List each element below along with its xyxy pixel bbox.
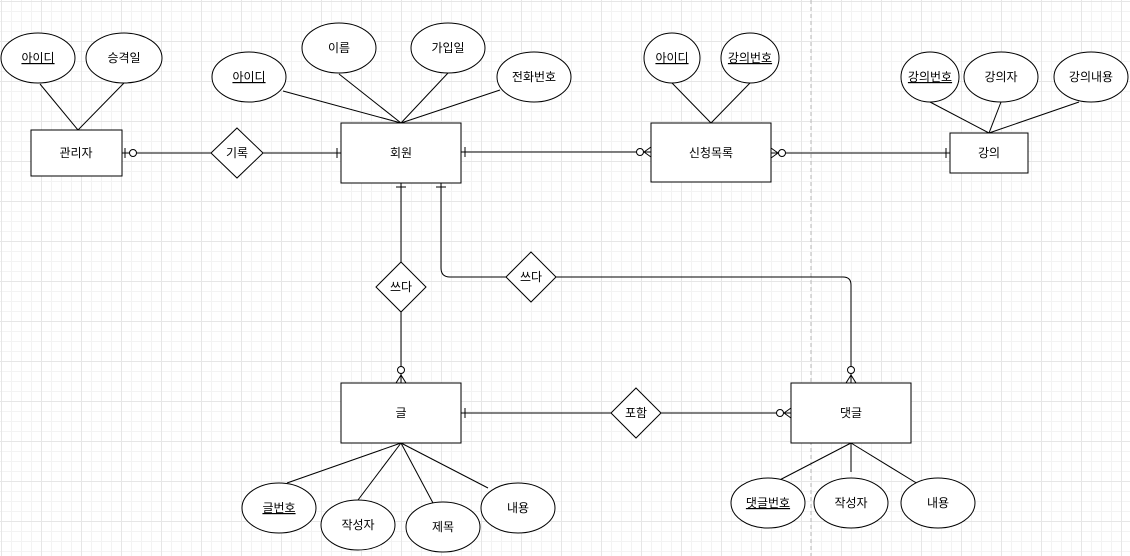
attr-comment-no[interactable]: 댓글번호: [730, 477, 806, 529]
attr-enroll-id-label: 아이디: [655, 51, 688, 65]
attr-member-name-label: 이름: [328, 41, 350, 55]
attr-member-join-date[interactable]: 가입일: [410, 22, 486, 74]
attr-enroll-lecture-no-label: 강의번호: [728, 51, 772, 65]
attr-admin-id-label: 아이디: [21, 51, 54, 65]
attr-lecture-no[interactable]: 강의번호: [900, 51, 960, 103]
entity-admin-label: 관리자: [59, 146, 92, 160]
attr-admin-id[interactable]: 아이디: [0, 32, 76, 84]
entity-comment-label: 댓글: [840, 406, 862, 420]
attr-member-name[interactable]: 이름: [301, 22, 377, 74]
attr-comment-content-label: 내용: [927, 496, 949, 510]
attr-lecture-content[interactable]: 강의내용: [1053, 51, 1129, 103]
attr-post-title-label: 제목: [432, 520, 454, 534]
attr-admin-approved-date[interactable]: 승격일: [85, 32, 163, 84]
attr-enroll-id[interactable]: 아이디: [643, 32, 701, 84]
relationship-record-label: 기록: [226, 146, 248, 160]
entity-member-label: 회원: [390, 146, 412, 160]
attr-post-no[interactable]: 글번호: [241, 482, 317, 534]
attr-post-title[interactable]: 제목: [405, 501, 481, 553]
entity-lecture-label: 강의: [978, 146, 1000, 160]
attr-comment-author[interactable]: 작성자: [813, 477, 889, 529]
attr-enroll-lecture-no[interactable]: 강의번호: [720, 32, 780, 84]
attribute-connectors: [39, 72, 1080, 504]
relationship-write-post[interactable]: 쓰다: [375, 261, 427, 313]
attr-post-author[interactable]: 작성자: [320, 499, 396, 551]
attr-member-phone-label: 전화번호: [512, 70, 556, 84]
entity-post[interactable]: 글: [340, 382, 462, 444]
attr-post-content[interactable]: 내용: [480, 482, 556, 534]
entity-enrollment[interactable]: 신청목록: [650, 122, 772, 183]
entity-enrollment-label: 신청목록: [689, 146, 733, 160]
attr-comment-no-label: 댓글번호: [746, 496, 790, 510]
attr-lecture-instructor[interactable]: 강의자: [963, 51, 1039, 103]
entity-member[interactable]: 회원: [340, 122, 462, 184]
entity-lecture[interactable]: 강의: [949, 132, 1029, 174]
attr-admin-approved-date-label: 승격일: [107, 51, 140, 65]
attr-member-id[interactable]: 아이디: [211, 51, 287, 103]
attr-member-phone[interactable]: 전화번호: [496, 51, 572, 103]
attr-comment-author-label: 작성자: [834, 496, 867, 510]
attr-member-id-label: 아이디: [232, 70, 265, 84]
attr-lecture-content-label: 강의내용: [1069, 70, 1113, 84]
attr-post-author-label: 작성자: [341, 518, 374, 532]
relationship-include-label: 포함: [625, 406, 647, 420]
attr-comment-content[interactable]: 내용: [900, 477, 976, 529]
relationship-include[interactable]: 포함: [610, 387, 662, 439]
attr-member-join-date-label: 가입일: [431, 41, 464, 55]
attr-post-no-label: 글번호: [262, 501, 295, 515]
entity-admin[interactable]: 관리자: [30, 129, 123, 177]
relationship-edges: [122, 146, 950, 419]
entity-comment[interactable]: 댓글: [790, 382, 912, 444]
attr-post-content-label: 내용: [507, 501, 529, 515]
relationship-write-post-label: 쓰다: [390, 280, 412, 294]
entity-post-label: 글: [395, 406, 406, 420]
attr-lecture-no-label: 강의번호: [908, 70, 952, 84]
relationship-write-comment[interactable]: 쓰다: [505, 251, 557, 303]
relationship-record[interactable]: 기록: [210, 127, 264, 179]
attr-lecture-instructor-label: 강의자: [984, 70, 1017, 84]
relationship-write-comment-label: 쓰다: [520, 270, 542, 284]
